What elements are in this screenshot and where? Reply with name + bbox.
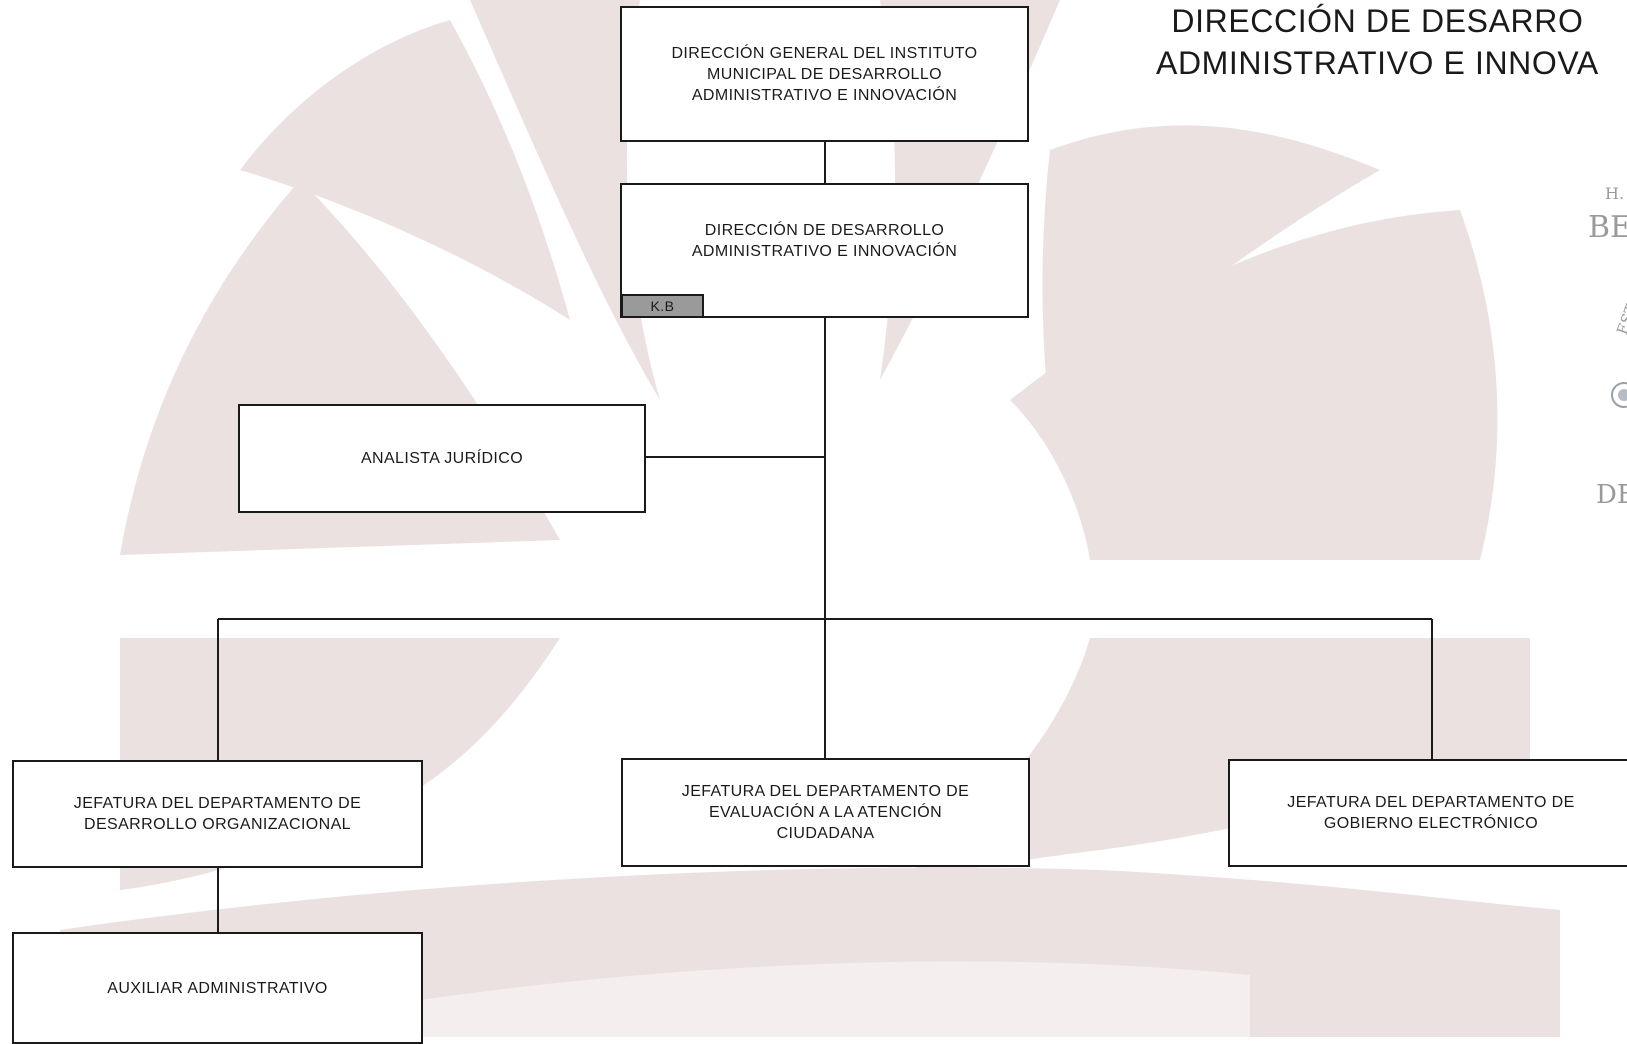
node-jefatura-evaluacion: JEFATURA DEL DEPARTAMENTO DE EVALUACIÓN … — [621, 758, 1030, 867]
direccion-desarrollo-tag: K.B — [621, 294, 704, 318]
node-label: DIRECCIÓN GENERAL DEL INSTITUTO MUNICIPA… — [671, 44, 978, 104]
node-label: JEFATURA DEL DEPARTAMENTO DE GOBIERNO EL… — [1287, 794, 1575, 832]
node-jefatura-desarrollo-organizacional: JEFATURA DEL DEPARTAMENTO DE DESARROLLO … — [12, 760, 423, 868]
watermark-ray-center-left — [470, 0, 660, 400]
node-direccion-desarrollo: DIRECCIÓN DE DESARROLLO ADMINISTRATIVO E… — [620, 183, 1029, 318]
watermark-ray-left-upper — [240, 20, 570, 320]
node-label: DIRECCIÓN DE DESARROLLO ADMINISTRATIVO E… — [691, 221, 958, 260]
seal-icon — [1611, 382, 1627, 408]
node-analista-juridico: ANALISTA JURÍDICO — [238, 404, 646, 513]
node-auxiliar-administrativo: AUXILIAR ADMINISTRATIVO — [12, 932, 423, 1044]
watermark-band-right — [900, 638, 1530, 880]
stamp-mark-2: BEN — [1588, 210, 1627, 245]
stamp-mark-4: DE — [1596, 480, 1627, 510]
watermark-ray-right — [1010, 210, 1498, 560]
node-label: ANALISTA JURÍDICO — [360, 450, 524, 467]
page-title-line2: ADMINISTRATIVO E INNOVA — [1156, 45, 1599, 81]
stamp-mark-1: H. — [1605, 184, 1625, 203]
node-direccion-general: DIRECCIÓN GENERAL DEL INSTITUTO MUNICIPA… — [620, 6, 1029, 142]
node-label: AUXILIAR ADMINISTRATIVO — [107, 979, 328, 997]
node-label: JEFATURA DEL DEPARTAMENTO DE DESARROLLO … — [73, 795, 362, 833]
watermark-band-bottom-2 — [420, 961, 1250, 1037]
page-title: DIRECCIÓN DE DESARRO ADMINISTRATIVO E IN… — [1156, 0, 1599, 84]
node-label: JEFATURA DEL DEPARTAMENTO DE EVALUACIÓN … — [681, 783, 970, 842]
node-jefatura-gobierno-electronico: JEFATURA DEL DEPARTAMENTO DE GOBIERNO EL… — [1228, 759, 1627, 867]
page-title-line1: DIRECCIÓN DE DESARRO — [1171, 3, 1584, 39]
